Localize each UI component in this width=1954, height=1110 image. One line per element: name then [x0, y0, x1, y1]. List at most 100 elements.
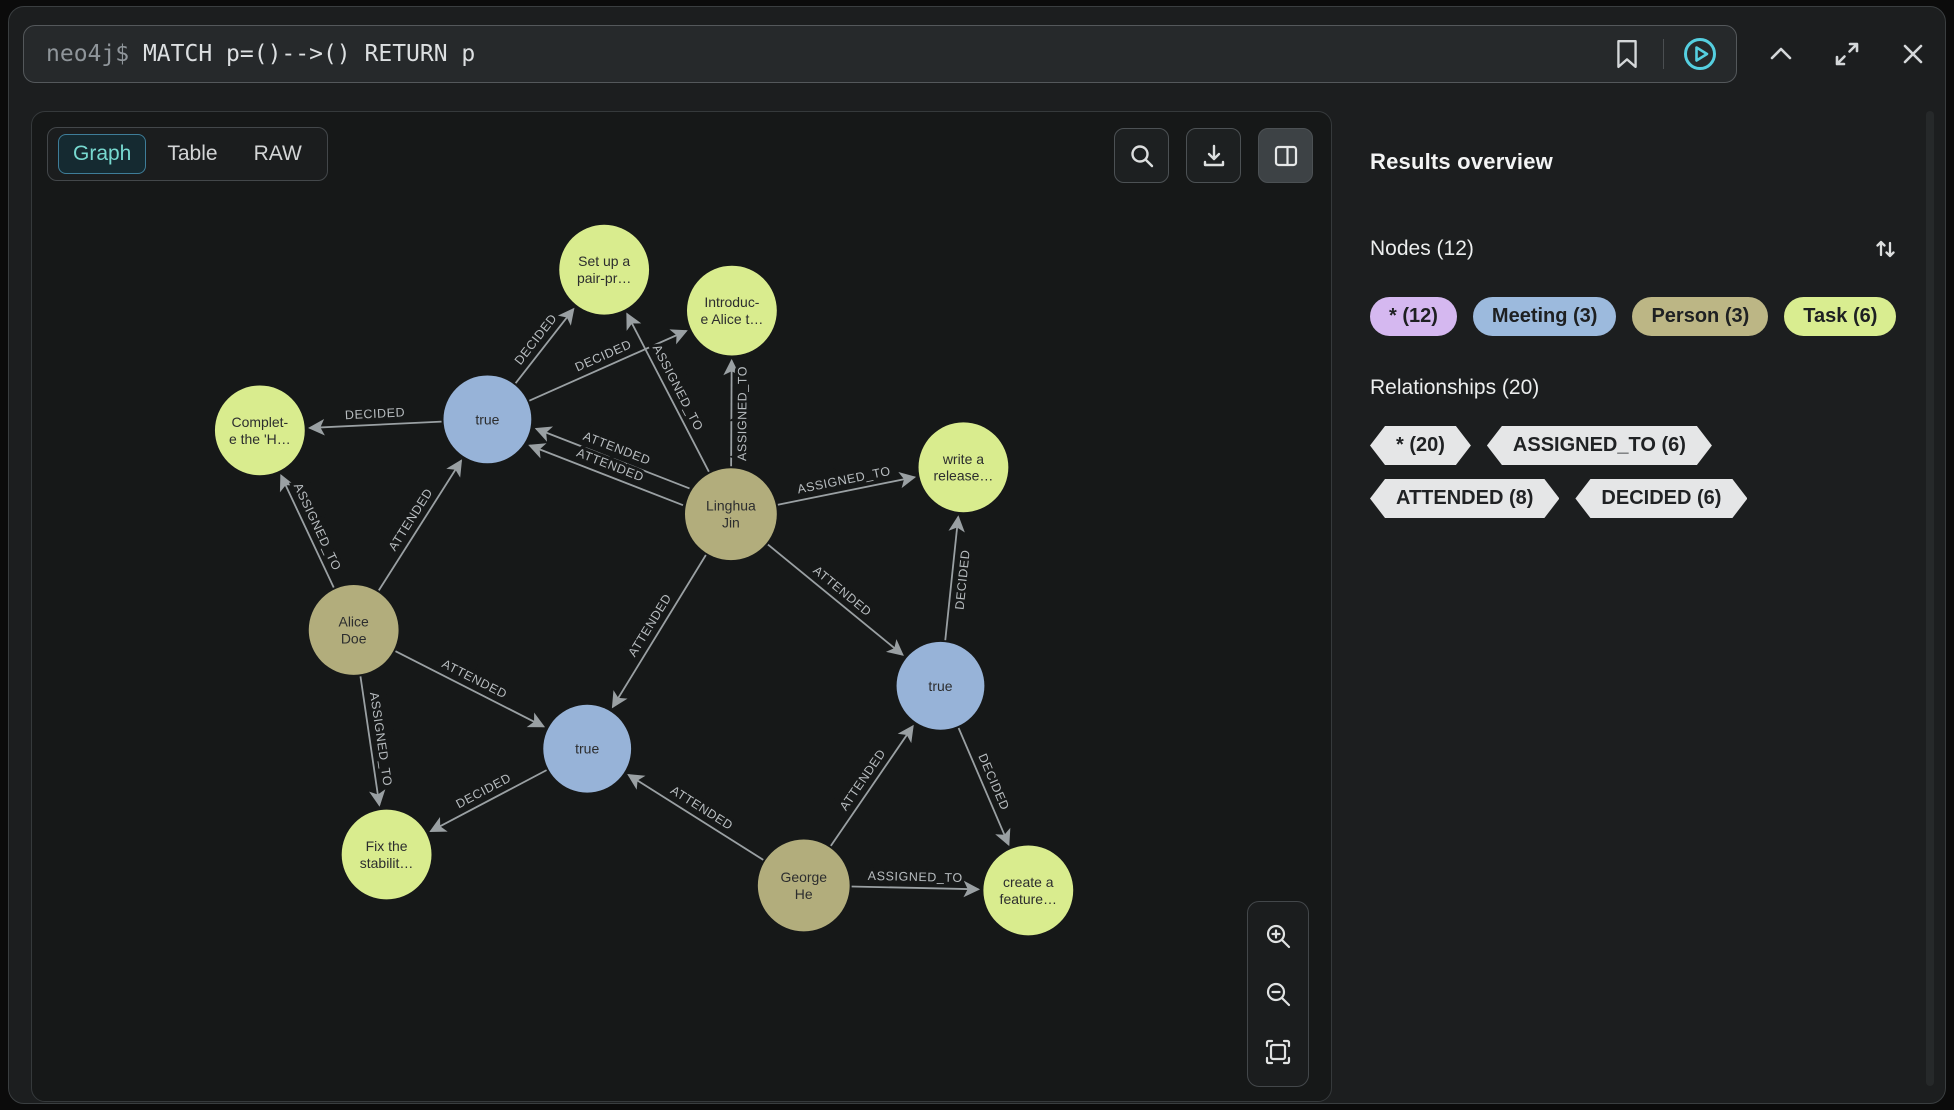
- relationship-edge-assigned_to[interactable]: [279, 474, 335, 588]
- graph-node-task-feature[interactable]: [983, 845, 1074, 936]
- graph-node-task-release[interactable]: [918, 422, 1009, 513]
- zoom-in-button[interactable]: [1256, 912, 1300, 960]
- query-result-window: neo4j$ MATCH p=()-->() RETURN p: [8, 6, 1946, 1104]
- relationship-type-badge[interactable]: ATTENDED (8): [1370, 479, 1559, 518]
- edge-label: ASSIGNED_TO: [291, 481, 344, 573]
- zoom-controls: [1247, 901, 1309, 1087]
- relationship-edge-attended[interactable]: [534, 426, 690, 490]
- relationship-edge-assigned_to[interactable]: [851, 880, 981, 898]
- edge-label: DECIDED: [345, 405, 406, 422]
- zoom-out-button[interactable]: [1256, 970, 1300, 1018]
- relationship-edge-attended[interactable]: [611, 554, 707, 709]
- relationship-edge-assigned_to[interactable]: [359, 676, 386, 807]
- relationship-edge-assigned_to[interactable]: [723, 358, 740, 467]
- node-badges: * (12) Meeting (3) Person (3) Task (6): [1370, 297, 1908, 336]
- edge-label: ASSIGNED_TO: [735, 366, 749, 461]
- query-prompt: neo4j$: [46, 41, 130, 67]
- tab-graph[interactable]: Graph: [58, 134, 147, 174]
- divider: [1663, 39, 1664, 69]
- expand-icon: [1832, 39, 1862, 69]
- bookmark-button[interactable]: [1605, 32, 1649, 76]
- node-caption: true: [475, 411, 499, 427]
- relationship-edge-assigned_to[interactable]: [777, 472, 917, 506]
- tab-raw[interactable]: RAW: [239, 134, 317, 174]
- node-caption: Introduc-e Alice t…: [700, 294, 763, 327]
- edge-label: ATTENDED: [837, 747, 889, 814]
- node-label-badge[interactable]: Person (3): [1632, 297, 1769, 336]
- node-label-badge[interactable]: * (12): [1370, 297, 1457, 336]
- relationship-edge-decided[interactable]: [308, 419, 442, 436]
- run-query-button[interactable]: [1678, 32, 1722, 76]
- node-caption: Complet-e the 'H…: [229, 414, 291, 447]
- sort-arrows-icon: [1873, 236, 1899, 262]
- panel-scrollbar[interactable]: [1926, 111, 1934, 1086]
- relationship-edge-attended[interactable]: [767, 543, 904, 656]
- download-button[interactable]: [1186, 128, 1241, 183]
- collapse-button[interactable]: [1759, 32, 1803, 76]
- edge-label: DECIDED: [573, 337, 634, 374]
- fullscreen-button[interactable]: [1825, 32, 1869, 76]
- node-caption: true: [575, 741, 599, 757]
- node-caption: true: [928, 678, 952, 694]
- sort-nodes-button[interactable]: [1864, 227, 1908, 271]
- edge-label: ATTENDED: [625, 591, 674, 659]
- graph-node-task-setup[interactable]: [559, 224, 650, 315]
- cypher-query[interactable]: neo4j$ MATCH p=()-->() RETURN p: [46, 41, 475, 67]
- graph-node-person-george[interactable]: [757, 839, 850, 932]
- relationship-type-badge[interactable]: DECIDED (6): [1575, 479, 1747, 518]
- edge-label: DECIDED: [512, 311, 560, 367]
- graph-node-person-alice[interactable]: [308, 585, 399, 675]
- panel-title: Results overview: [1370, 149, 1553, 174]
- relationship-edge-attended[interactable]: [830, 724, 914, 847]
- relationship-edge-decided[interactable]: [944, 515, 965, 641]
- relationship-type-badge[interactable]: ASSIGNED_TO (6): [1487, 426, 1712, 465]
- tab-table[interactable]: Table: [152, 134, 232, 174]
- relationship-edge-decided[interactable]: [957, 727, 1011, 847]
- download-icon: [1200, 142, 1228, 170]
- fit-to-screen-button[interactable]: [1256, 1028, 1300, 1076]
- relationship-edge-assigned_to[interactable]: [626, 312, 710, 473]
- graph-node-meeting-2[interactable]: [896, 641, 985, 730]
- node-label-badge[interactable]: Meeting (3): [1472, 297, 1617, 336]
- relationship-edge-attended[interactable]: [528, 443, 684, 507]
- graph-node-task-complete[interactable]: [214, 385, 305, 476]
- edge-label: ATTENDED: [386, 486, 436, 553]
- edge-label: ATTENDED: [668, 783, 736, 833]
- query-value: MATCH p=()-->() RETURN p: [129, 41, 476, 67]
- graph-node-meeting-3[interactable]: [543, 704, 632, 793]
- relationship-edge-decided[interactable]: [528, 329, 688, 402]
- close-button[interactable]: [1891, 32, 1935, 76]
- fit-to-screen-icon: [1263, 1037, 1293, 1067]
- graph-node-task-introduce[interactable]: [686, 265, 777, 356]
- relationship-edge-decided[interactable]: [429, 769, 548, 833]
- graph-node-task-fix[interactable]: [341, 809, 432, 900]
- relationship-edge-attended[interactable]: [627, 773, 764, 861]
- window-controls: [1759, 25, 1935, 83]
- canvas-toolbar: [1114, 128, 1313, 183]
- split-panel-icon: [1272, 142, 1300, 170]
- close-icon: [1899, 40, 1927, 68]
- relationship-type-badge[interactable]: * (20): [1370, 426, 1471, 465]
- relationships-heading: Relationships (20): [1370, 376, 1540, 399]
- graph-node-person-linghua[interactable]: [684, 468, 777, 561]
- relationship-edge-decided[interactable]: [514, 307, 575, 384]
- relationship-badges: * (20) ASSIGNED_TO (6) ATTENDED (8) DECIDED…: [1370, 426, 1908, 518]
- node-label-badge[interactable]: Task (6): [1784, 297, 1897, 336]
- relationship-edge-attended[interactable]: [395, 650, 546, 728]
- zoom-out-icon: [1263, 979, 1293, 1009]
- toggle-side-panel-button[interactable]: [1258, 128, 1313, 183]
- relationship-edge-attended[interactable]: [378, 459, 463, 591]
- graph-node-meeting-1[interactable]: [443, 375, 532, 464]
- zoom-in-icon: [1263, 921, 1293, 951]
- query-editor-bar[interactable]: neo4j$ MATCH p=()-->() RETURN p: [23, 25, 1737, 83]
- search-graph-button[interactable]: [1114, 128, 1169, 183]
